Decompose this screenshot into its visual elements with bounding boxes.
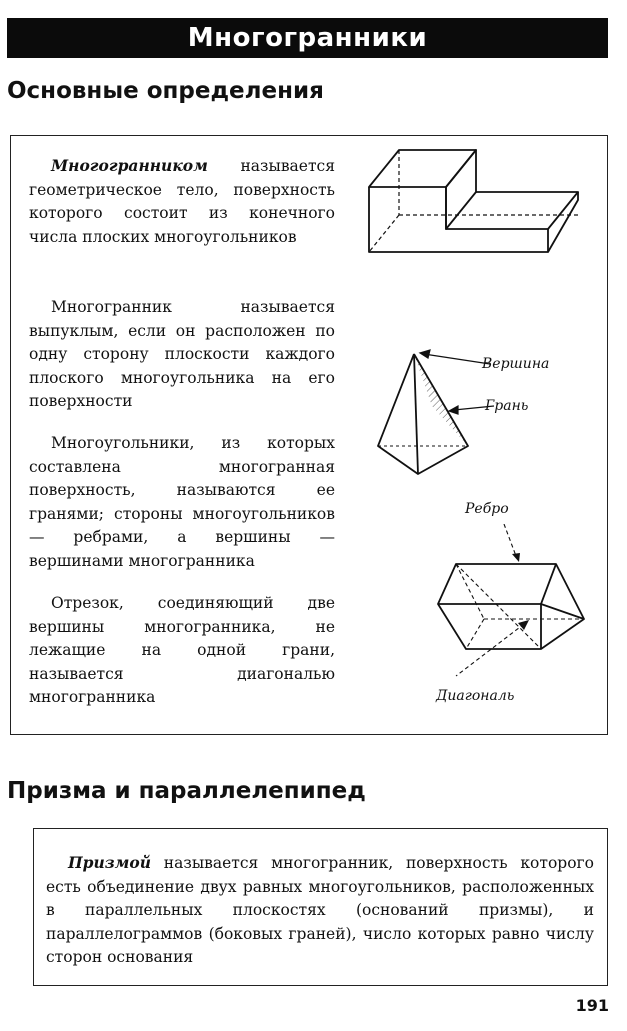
prism-definition-box: Призмой называется многогранник, поверхн…: [33, 828, 608, 986]
pyramid-figure: [377, 349, 495, 475]
edge-label: Ребро: [465, 501, 509, 517]
hidden-edge: [455, 563, 485, 620]
face-pointer: [453, 405, 495, 411]
edge-arrowhead: [512, 553, 520, 562]
diagonal-label: Диагональ: [436, 688, 515, 704]
parallelepiped-front-top: [438, 603, 585, 620]
chapter-title: Многогранники: [187, 23, 428, 53]
parallelepiped-figure: [437, 524, 585, 677]
vertex-pointer: [423, 353, 491, 365]
term-polyhedron: Многогранником: [51, 156, 208, 175]
parallelepiped-outline: [437, 563, 585, 650]
pyramid-front-edge: [413, 353, 419, 475]
definition-polyhedron-text: называется геометрическое тело, поверхно…: [29, 157, 335, 246]
definition-convex: Многогранник называется выпуклым, если о…: [29, 296, 335, 414]
hidden-edge: [368, 214, 400, 253]
diagonal-pointer: [455, 623, 525, 677]
polyhedron-outline: [368, 187, 579, 253]
definition-faces-edges: Многоугольники, из которых составлена мн…: [29, 432, 335, 573]
section-heading-prism: Призма и параллелепипед: [7, 778, 366, 804]
edge-pointer: [503, 524, 517, 557]
definition-diagonal: Отрезок, соединяющий две вершины многогр…: [29, 592, 335, 710]
section-heading-basic-definitions: Основные определения: [7, 78, 324, 104]
hidden-edge: [465, 618, 485, 650]
prism-definition-text: называется многогранник, поверхность кот…: [46, 854, 594, 966]
vertex-label: Вершина: [482, 356, 550, 372]
definition-polyhedron: Многогранником называется геометрическое…: [29, 154, 335, 249]
definitions-box: Многогранником называется геометрическое…: [10, 135, 608, 735]
chapter-title-bar: Многогранники: [7, 18, 608, 58]
diagonal-arrowhead: [518, 620, 529, 630]
parallelepiped-edge: [540, 563, 557, 605]
term-prism: Призмой: [68, 853, 151, 872]
l-shaped-polyhedron-figure: [368, 149, 579, 253]
prism-definition: Призмой называется многогранник, поверхн…: [46, 851, 594, 970]
face-label: Грань: [485, 398, 529, 414]
face-arrowhead: [447, 404, 459, 415]
vertex-arrowhead: [418, 349, 431, 359]
polyhedron-riser-face: [445, 149, 477, 230]
definition-faces-edges-text: Многоугольники, из которых составлена мн…: [29, 434, 335, 570]
diagonal-line: [455, 563, 542, 650]
polyhedron-step-face: [445, 187, 579, 230]
page-number: 191: [575, 996, 609, 1015]
definition-diagonal-text: Отрезок, соединяющий две вершины многогр…: [29, 594, 335, 706]
definition-convex-text: Многогранник называется выпуклым, если о…: [29, 298, 335, 410]
